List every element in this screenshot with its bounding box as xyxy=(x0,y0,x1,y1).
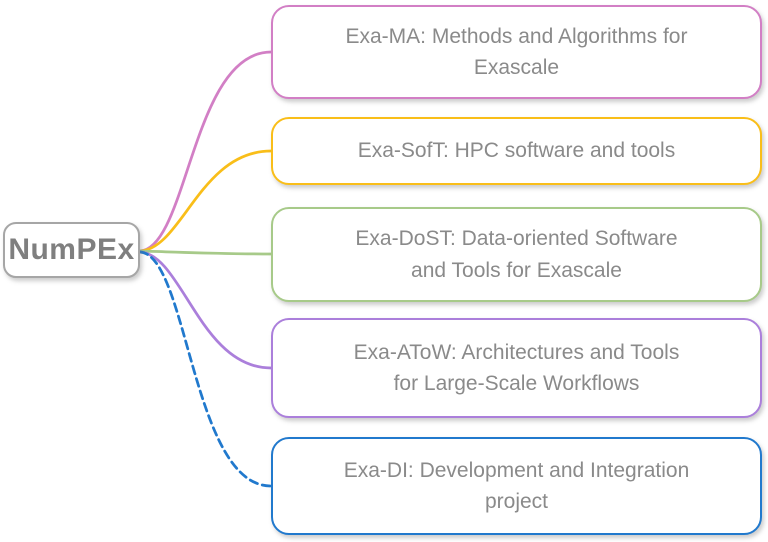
connector-exa-di-curve xyxy=(138,250,273,488)
root-node-numpex: NumPEx xyxy=(3,222,140,278)
branch-node-exa-atow: Exa-AToW: Architectures and Tools for La… xyxy=(271,318,762,418)
branch-label-exa-atow: Exa-AToW: Architectures and Tools for La… xyxy=(353,340,680,396)
connector-exa-dost-line xyxy=(138,249,273,256)
branch-label-exa-ma: Exa-MA: Methods and Algorithms for Exasc… xyxy=(345,24,688,80)
branch-label-exa-di: Exa-DI: Development and Integration proj… xyxy=(343,458,690,514)
connector-exa-ma-curve xyxy=(138,50,273,253)
connector-exa-atow-curve xyxy=(138,250,273,370)
branch-label-exa-dost: Exa-DoST: Data-oriented Software and Too… xyxy=(355,227,678,282)
connector-exa-soft-curve xyxy=(138,149,273,253)
branch-node-exa-ma: Exa-MA: Methods and Algorithms for Exasc… xyxy=(271,5,762,99)
branch-node-exa-soft: Exa-SofT: HPC software and tools xyxy=(271,117,762,185)
branch-node-exa-di: Exa-DI: Development and Integration proj… xyxy=(271,437,762,535)
branch-node-exa-dost: Exa-DoST: Data-oriented Software and Too… xyxy=(271,207,762,302)
root-node-label: NumPEx xyxy=(8,233,135,266)
branch-label-exa-soft: Exa-SofT: HPC software and tools xyxy=(357,139,676,163)
